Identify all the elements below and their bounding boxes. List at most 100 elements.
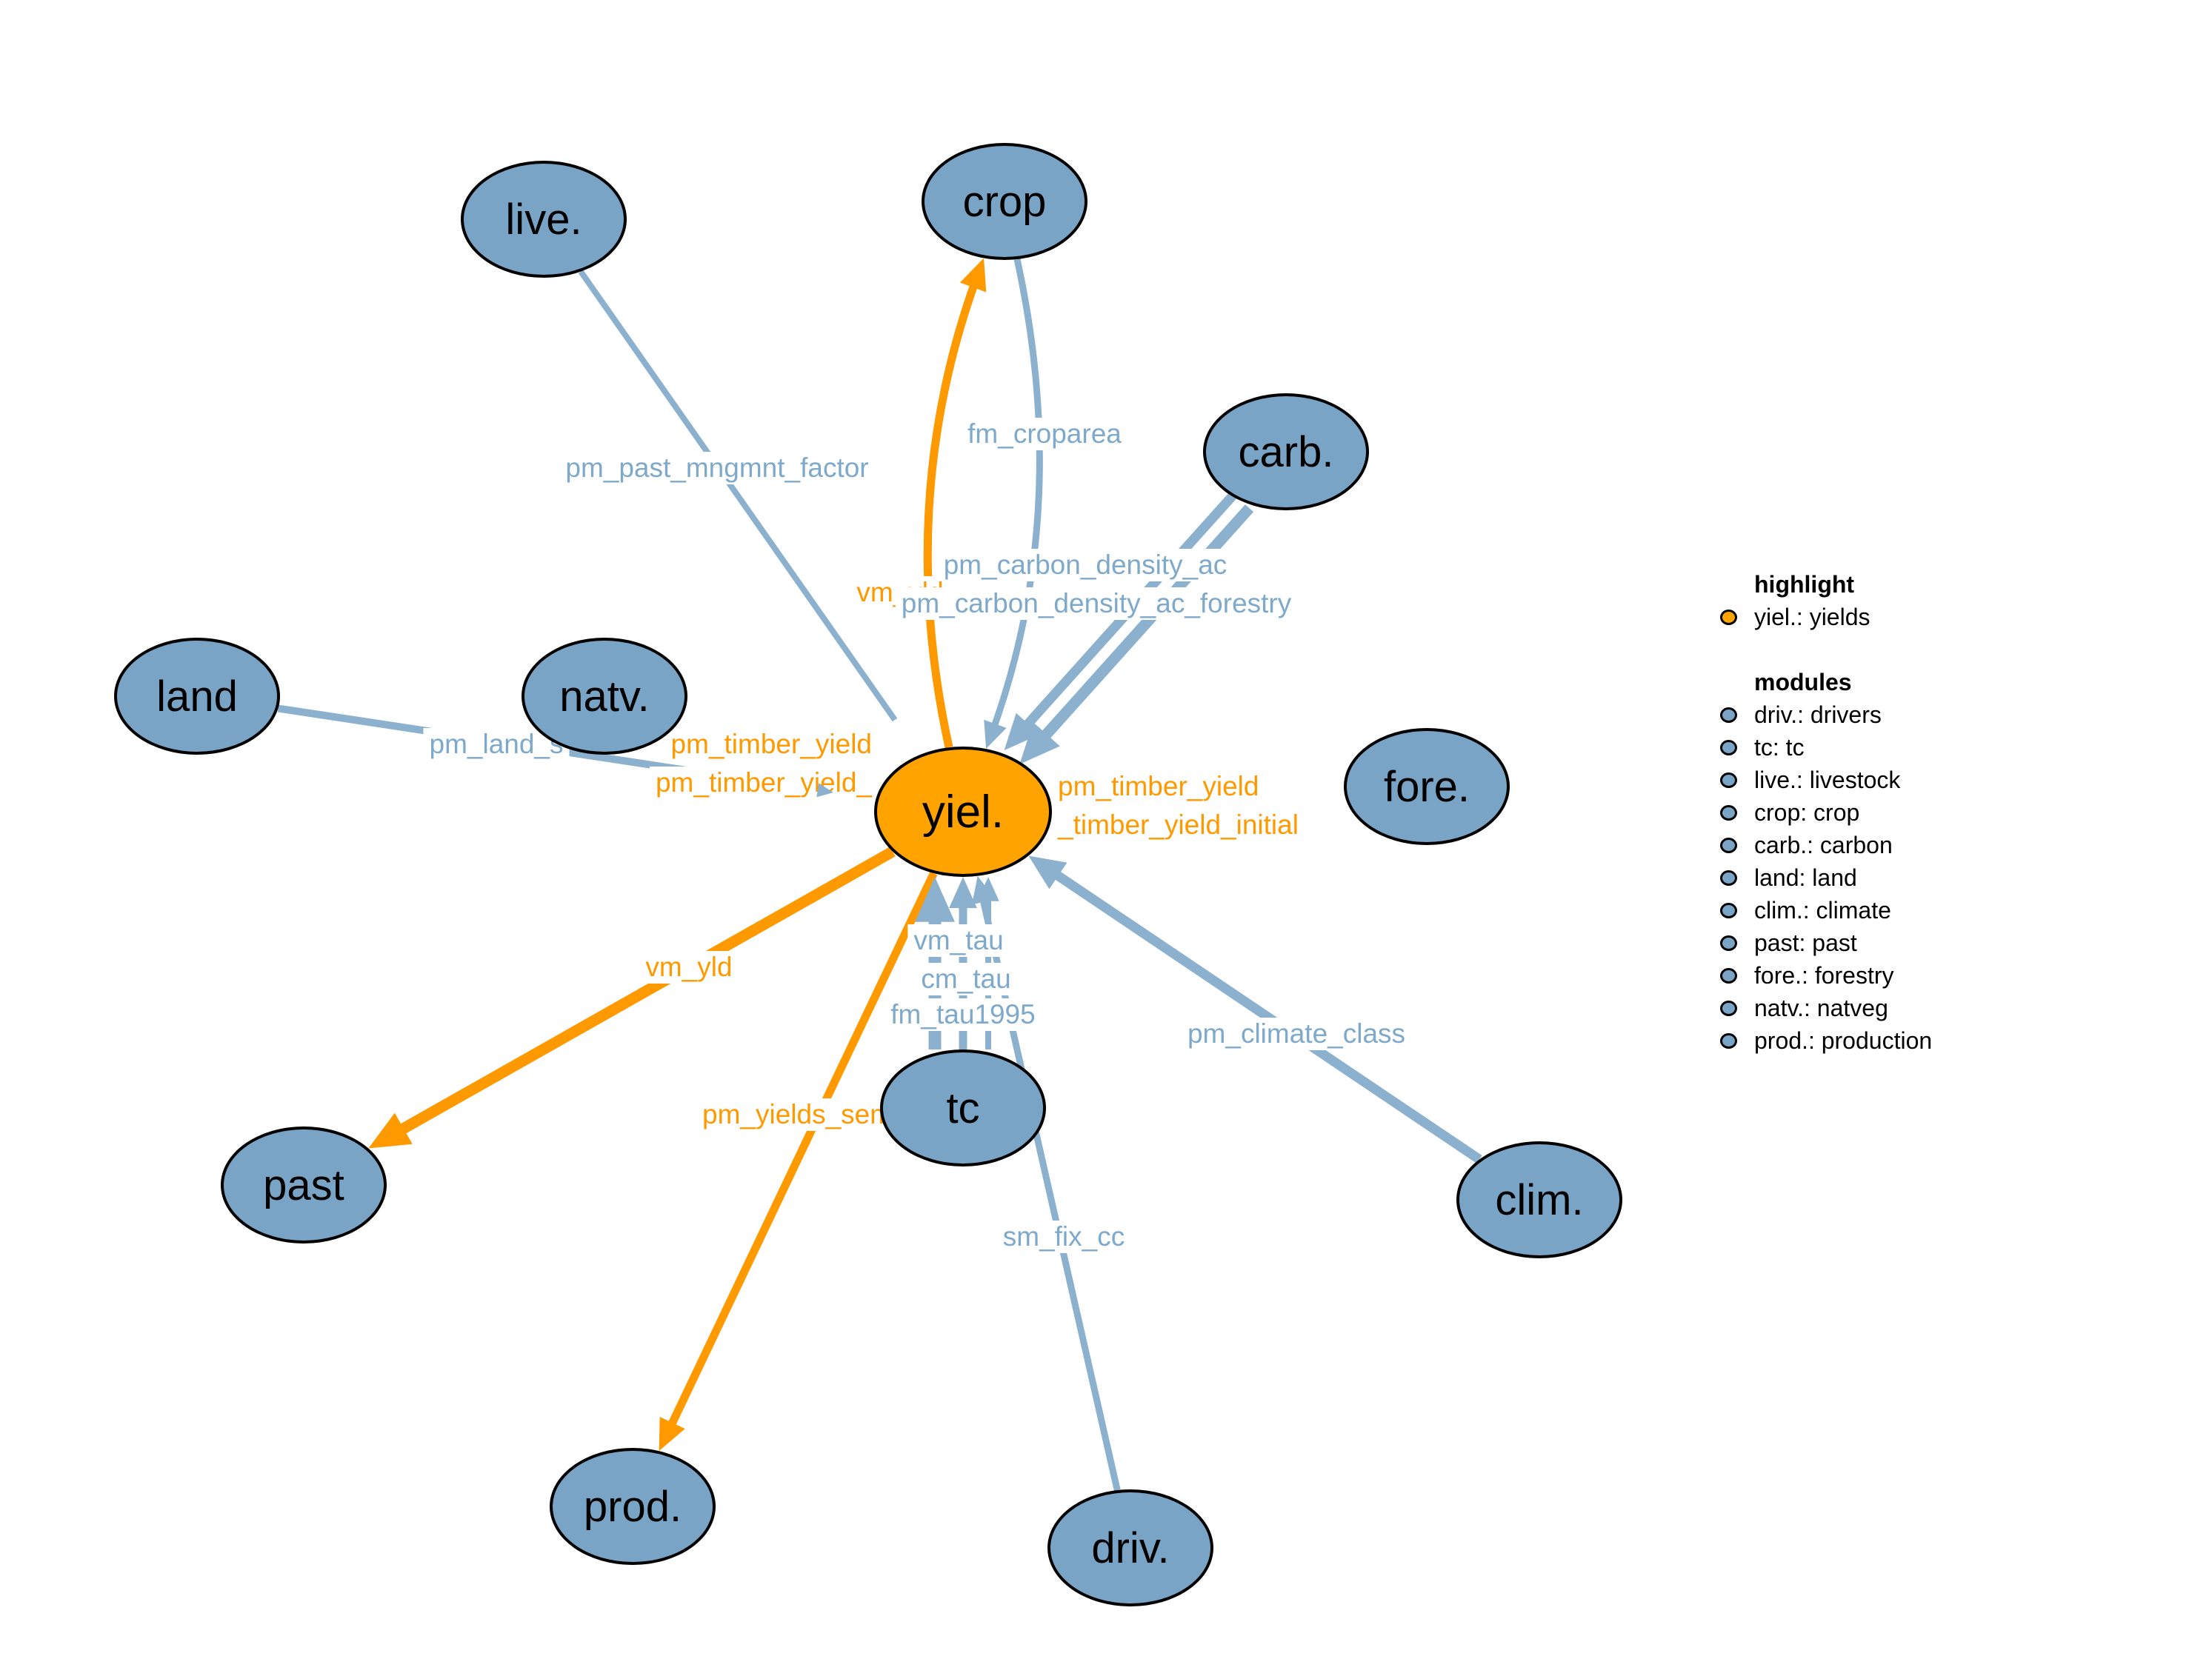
legend-modules-title: modules [1754,668,1852,695]
edge-driv-yiel-arrowhead-icon [971,875,996,905]
legend-item-natv: natv.: natveg [1720,992,1932,1024]
edge-label-pm_past_mngmnt_factor: pm_past_mngmnt_factor [559,452,875,484]
node-crop-label: crop [962,177,1047,226]
edge-crop-yiel-arrowhead-icon [984,719,1007,750]
legend-item-carb-marker-icon [1720,837,1737,853]
node-live-label: live. [505,195,582,244]
legend-item-yiel: yiel.: yields [1720,601,1932,633]
legend-item-fore: fore.: forestry [1720,959,1932,992]
legend-item-fore-marker-icon [1720,967,1737,984]
edge-tc-yiel-arrowhead-icon [949,877,977,909]
legend-item-past: past: past [1720,927,1932,959]
node-driv-label: driv. [1091,1523,1170,1572]
edge-yiel-past-line [387,847,896,1141]
node-clim-label: clim. [1495,1175,1584,1224]
edge-label-fm_croparea: fm_croparea [962,418,1127,450]
legend-item-driv-marker-icon [1720,707,1737,723]
edge-tc-yiel-arrowhead-icon [915,877,955,922]
legend-item-carb-label: carb.: carbon [1754,831,1893,858]
legend-item-yiel-marker-icon [1720,609,1737,625]
legend-item-natv-marker-icon [1720,1000,1737,1016]
node-live: live. [461,161,627,278]
node-fore-label: fore. [1383,762,1470,811]
legend-item-clim-marker-icon [1720,902,1737,918]
legend-item-past-label: past: past [1754,929,1857,956]
node-land: land [114,638,280,755]
edge-crop-yiel-line [988,258,1043,735]
node-prod: prod. [550,1448,716,1565]
edge-label-pm_timber_yield_: pm_timber_yield_ [649,767,878,799]
legend-highlight-title: highlight [1754,570,1855,598]
legend-item-crop-marker-icon [1720,804,1737,821]
node-carb: carb. [1203,393,1369,510]
legend-item-carb: carb.: carbon [1720,829,1932,861]
legend-item-tc: tc: tc [1720,731,1932,764]
node-driv: driv. [1047,1489,1213,1606]
node-fore: fore. [1344,728,1510,845]
legend-item-crop-label: crop: crop [1754,798,1860,826]
node-yiel: yiel. [874,747,1052,877]
node-tc-label: tc [946,1084,980,1132]
legend-item-prod-label: prod.: production [1754,1027,1933,1054]
legend-item-land-label: land: land [1754,864,1857,891]
edge-carb-yiel-arrowhead-icon [1019,722,1060,764]
edge-carb-yiel-arrowhead-icon [1004,712,1040,751]
edge-label-cm_tau: cm_tau [915,963,1017,995]
legend-item-clim: clim.: climate [1720,894,1932,927]
edge-yiel-prod-arrowhead-icon [659,1416,685,1452]
legend: highlight yiel.: yields modules driv.: d… [1720,568,1932,1057]
legend-item-land-marker-icon [1720,869,1737,886]
legend-item-driv: driv.: drivers [1720,698,1932,731]
edge-land-yiel-arrowhead-icon [816,783,833,798]
node-tc: tc [880,1049,1046,1166]
edge-carb-yiel-line [1031,504,1254,750]
legend-item-yiel-label: yiel.: yields [1754,603,1870,630]
legend-item-clim-label: clim.: climate [1754,896,1891,924]
edge-yiel-prod-line [663,871,938,1436]
legend-item-past-marker-icon [1720,935,1737,951]
legend-item-fore-label: fore.: forestry [1754,961,1894,989]
node-past-label: past [263,1161,344,1209]
legend-item-live: live.: livestock [1720,764,1932,796]
edge-label-pm_timber_yield: pm_timber_yield [664,728,878,761]
legend-item-tc-marker-icon [1720,739,1737,755]
edge-yiel-past-arrowhead-icon [368,1112,413,1149]
edge-yiel-crop-arrowhead-icon [959,258,987,293]
edge-label-pm_carbon_density_ac_forestry: pm_carbon_density_ac_forestry [895,587,1298,620]
edge-label-_timber_yield_initial: _timber_yield_initial [1052,809,1305,841]
node-natv-label: natv. [559,672,650,721]
node-natv: natv. [522,638,687,755]
legend-item-tc-label: tc: tc [1754,733,1805,761]
legend-item-driv-label: driv.: drivers [1754,701,1882,728]
edge-label-vm_yld: vm_yld [639,951,739,984]
node-yiel-label: yiel. [922,786,1005,838]
edge-label-pm_timber_yield: pm_timber_yield [1052,770,1265,803]
edge-label-pm_climate_class: pm_climate_class [1181,1018,1412,1050]
legend-item-natv-label: natv.: natveg [1754,994,1888,1021]
legend-item-live-marker-icon [1720,772,1737,788]
edge-label-fm_tau1995: fm_tau1995 [885,998,1042,1031]
node-land-label: land [156,672,238,721]
edge-clim-yiel-line [1043,864,1482,1164]
edge-label-vm_tau: vm_tau [907,924,1010,957]
edge-label-pm_yields_sem: pm_yields_sem [696,1098,899,1131]
legend-module-items: driv.: drivers tc: tc live.: livestock crop… [1720,698,1932,1057]
node-carb-label: carb. [1238,427,1334,476]
legend-item-crop: crop: crop [1720,796,1932,829]
node-clim: clim. [1456,1141,1622,1258]
legend-item-land: land: land [1720,861,1932,894]
edge-clim-yiel-arrowhead-icon [1028,855,1067,889]
legend-item-prod: prod.: production [1720,1024,1932,1057]
edge-label-pm_carbon_density_ac: pm_carbon_density_ac [937,549,1233,581]
node-crop: crop [922,143,1087,260]
legend-spacer [1720,633,1932,666]
node-prod-label: prod. [583,1482,682,1531]
edge-yiel-crop-line [923,274,982,749]
edge-live-yiel-line [578,270,898,722]
legend-item-prod-marker-icon [1720,1032,1737,1049]
legend-item-live-label: live.: livestock [1754,766,1901,793]
edge-label-sm_fix_cc: sm_fix_cc [996,1221,1131,1253]
